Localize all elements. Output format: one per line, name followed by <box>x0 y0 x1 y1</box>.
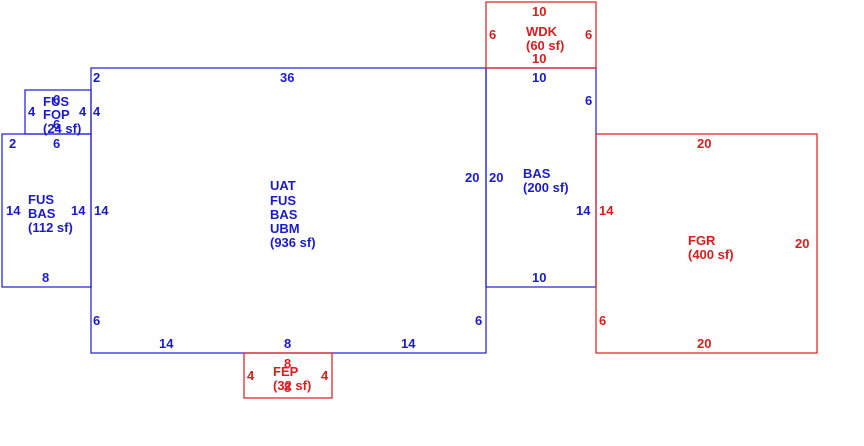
right-bas-dim-right: 14 <box>576 203 591 218</box>
main-dim-left: 14 <box>94 203 109 218</box>
wdk-dim-right: 6 <box>585 27 592 42</box>
right-bas-dim-right-upper: 6 <box>585 93 592 108</box>
main-dim-left-lower: 6 <box>93 313 100 328</box>
main-area-size: (936 sf) <box>270 235 316 250</box>
main-area-label-1: UAT <box>270 178 296 193</box>
fgr-dim-left: 14 <box>599 203 614 218</box>
main-dim-top: 36 <box>280 70 294 85</box>
fgr-dim-right: 20 <box>795 236 809 251</box>
fop-size: (24 sf) <box>43 121 81 136</box>
fop-dim-left: 4 <box>28 104 36 119</box>
fop-area: 6 FUS FOP 6 (24 sf) 4 4 4 <box>24 89 101 136</box>
fgr-label: FGR <box>688 233 716 248</box>
fgr-outline <box>595 133 818 354</box>
left-bas-dim-top-left: 2 <box>9 136 16 151</box>
fop-dim-right-outer: 4 <box>93 104 101 119</box>
fep-dim-top: 8 <box>284 356 291 371</box>
right-bas-area: BAS (200 sf) 10 20 6 14 10 <box>485 67 597 288</box>
main-dim-bottom-left: 14 <box>159 336 174 351</box>
wdk-label: WDK <box>526 24 558 39</box>
fgr-dim-top: 20 <box>697 136 711 151</box>
fep-outline <box>243 352 333 399</box>
fop-dim-right: 4 <box>79 104 87 119</box>
fep-label: FEP <box>273 364 299 379</box>
right-bas-label-1: BAS <box>523 166 551 181</box>
fep-dim-bottom: 8 <box>284 380 291 395</box>
fep-dim-right: 4 <box>321 368 329 383</box>
main-dim-bottom-right: 14 <box>401 336 416 351</box>
wdk-outline <box>485 1 597 69</box>
main-area-label-2: FUS <box>270 193 296 208</box>
fop-dim-bottom: 6 <box>53 117 60 132</box>
left-bas-size: (112 sf) <box>28 220 73 235</box>
fep-size: (32 sf) <box>273 378 311 393</box>
wdk-dim-bottom: 10 <box>532 51 546 66</box>
fgr-area: FGR (400 sf) 20 14 6 20 20 <box>595 133 818 354</box>
right-bas-dim-top: 10 <box>532 70 546 85</box>
wdk-dim-left: 6 <box>489 27 496 42</box>
wdk-size: (60 sf) <box>526 38 564 53</box>
left-bas-area: FUS BAS (112 sf) 2 6 14 14 8 <box>1 133 92 288</box>
right-bas-size: (200 sf) <box>523 180 569 195</box>
fgr-dim-bottom: 20 <box>697 336 711 351</box>
fep-area: 8 FEP (32 sf) 8 4 4 <box>243 352 333 399</box>
main-dim-right-lower: 6 <box>475 313 482 328</box>
main-dim-top-left: 2 <box>93 70 100 85</box>
left-bas-dim-top-mid: 6 <box>53 136 60 151</box>
right-bas-dim-left: 20 <box>489 170 503 185</box>
left-bas-dim-left: 14 <box>6 203 21 218</box>
fop-dim-top: 6 <box>53 92 60 107</box>
left-bas-dim-right: 14 <box>71 203 86 218</box>
main-area-label-4: UBM <box>270 221 300 236</box>
main-dim-right: 20 <box>465 170 479 185</box>
fep-dim-left: 4 <box>247 368 255 383</box>
right-bas-dim-bottom: 10 <box>532 270 546 285</box>
left-bas-dim-bottom: 8 <box>42 270 49 285</box>
left-bas-label-2: BAS <box>28 206 56 221</box>
fop-outline <box>24 89 92 135</box>
main-area-label-3: BAS <box>270 207 298 222</box>
fgr-dim-left-lower: 6 <box>599 313 606 328</box>
main-area: UAT FUS BAS UBM (936 sf) 36 2 14 20 6 6 … <box>90 67 487 354</box>
fgr-size: (400 sf) <box>688 247 734 262</box>
left-bas-label-1: FUS <box>28 192 54 207</box>
wdk-area: 10 WDK (60 sf) 10 6 6 <box>485 1 597 69</box>
wdk-dim-top: 10 <box>532 4 546 19</box>
main-dim-bottom-mid: 8 <box>284 336 291 351</box>
fop-label-1: FUS <box>43 94 69 109</box>
fop-label-2: FOP <box>43 107 70 122</box>
